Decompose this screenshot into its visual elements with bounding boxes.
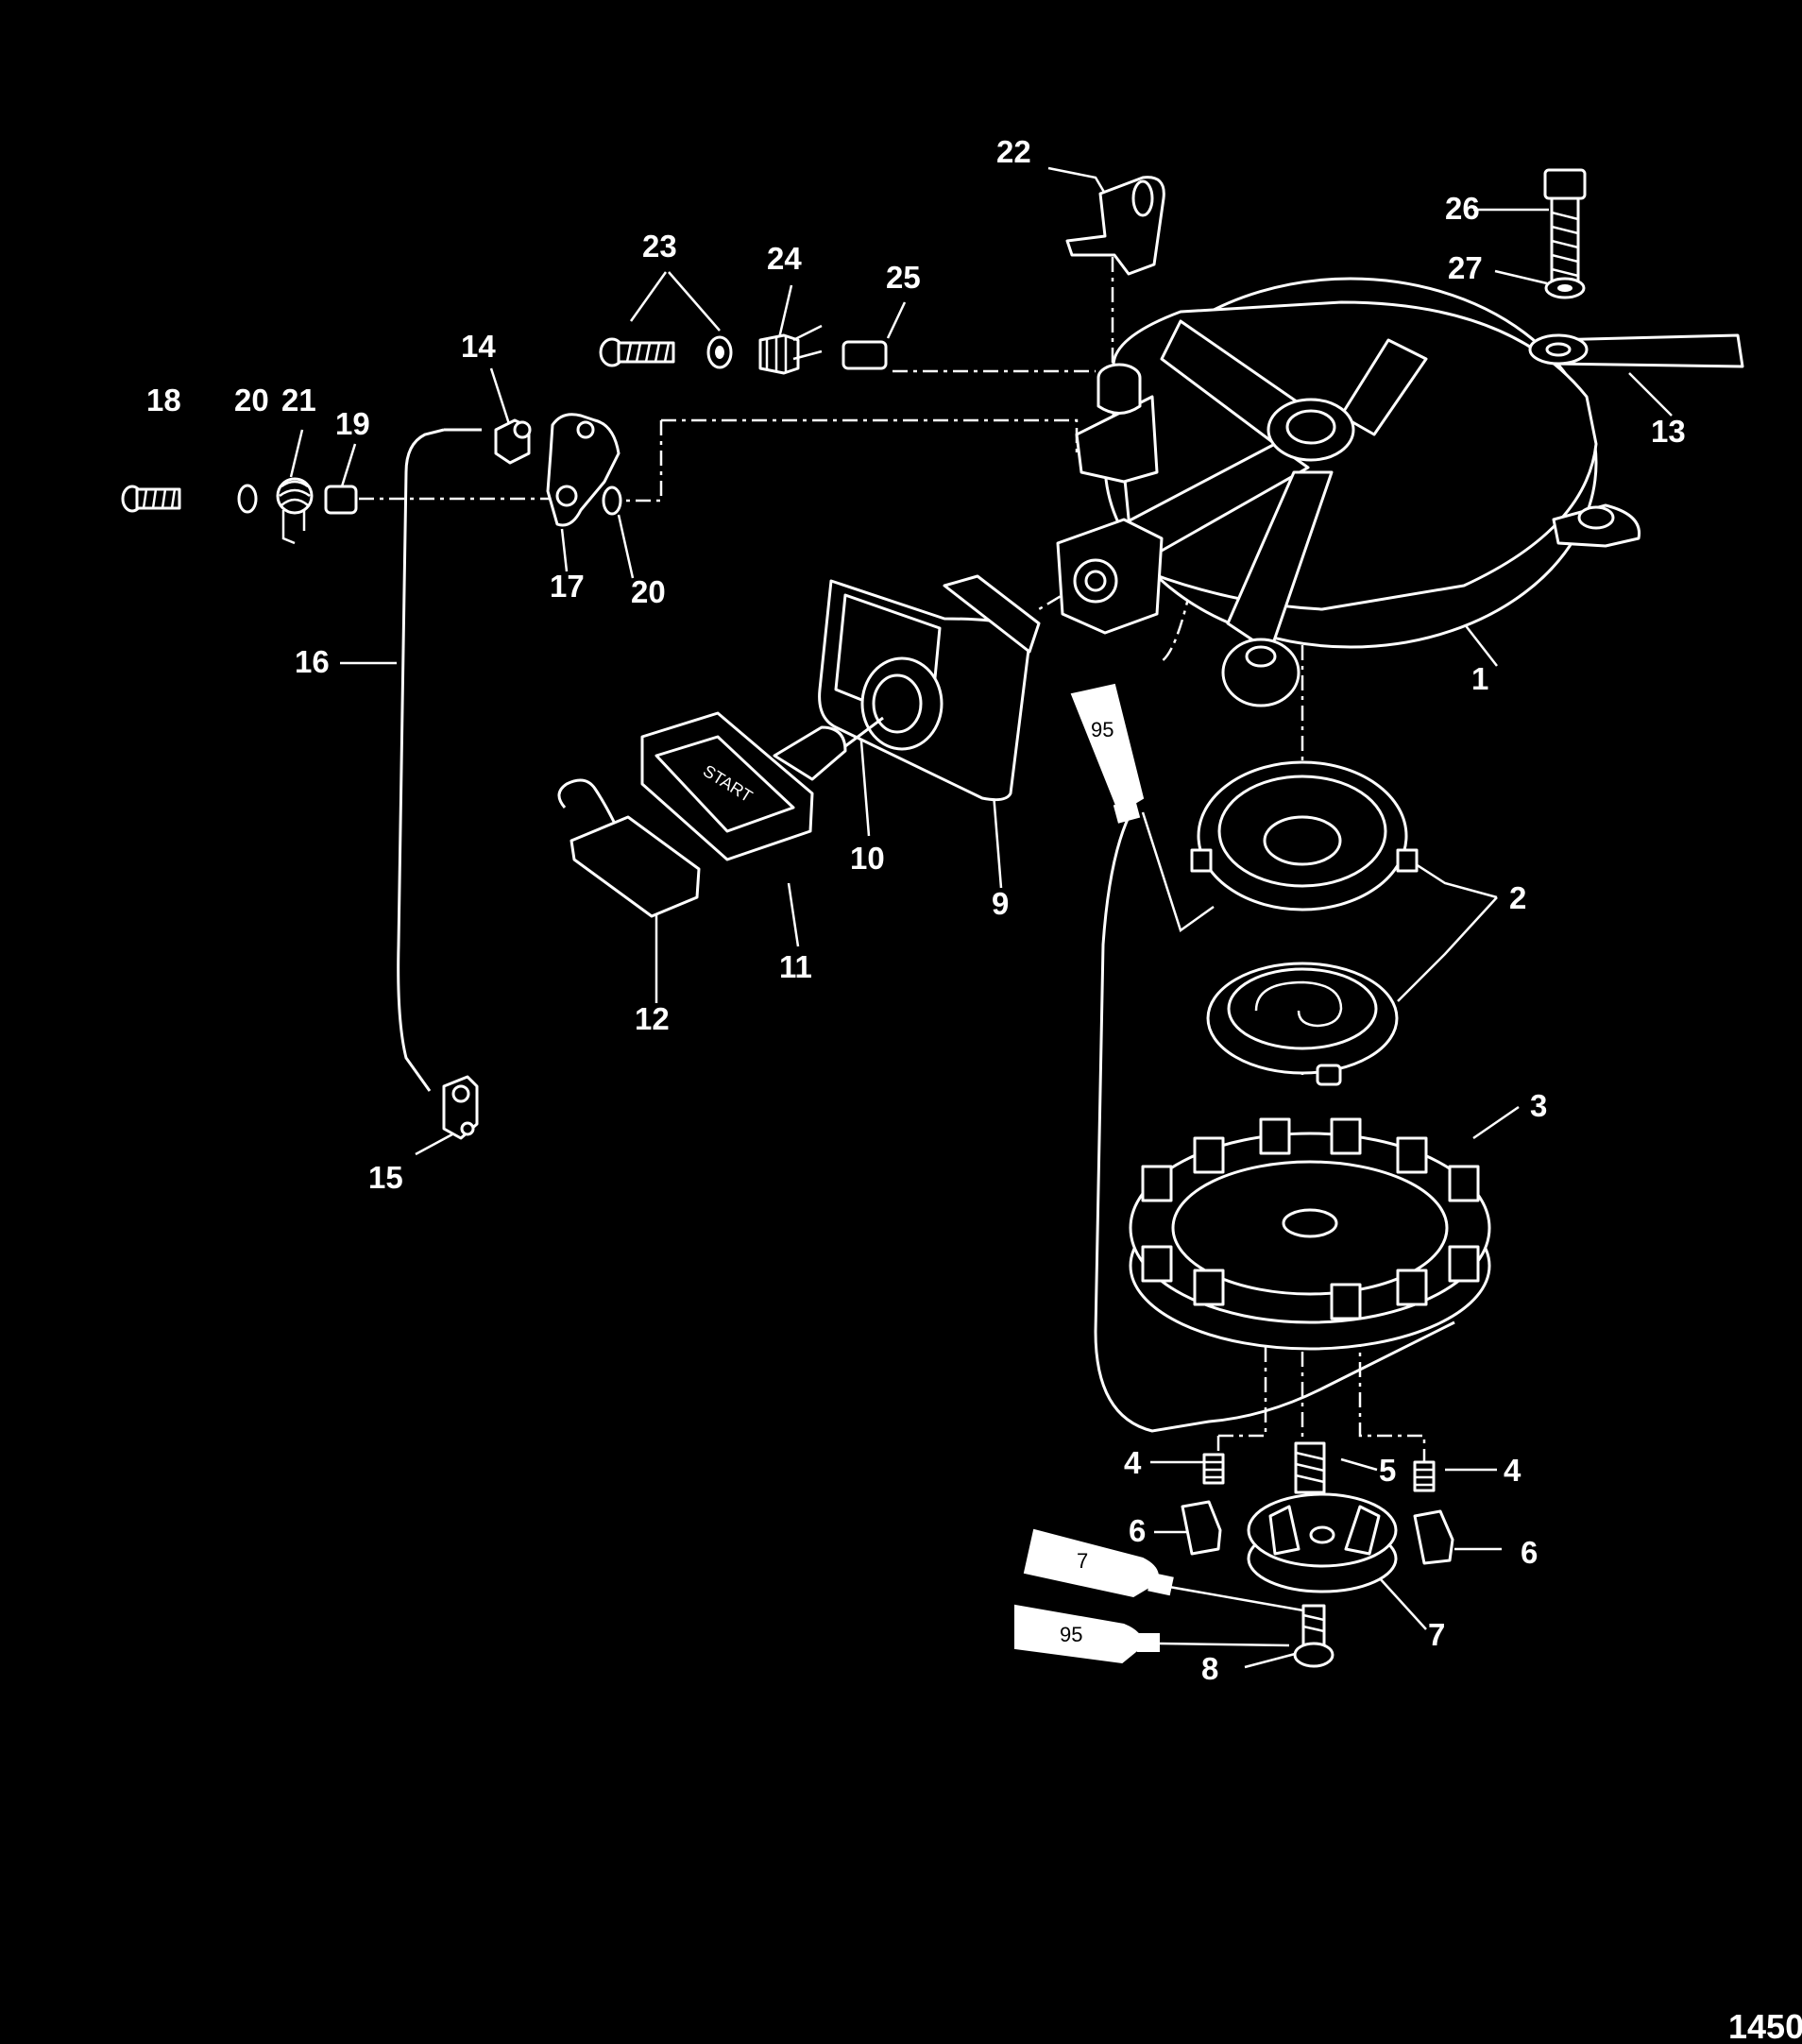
callout-17: 17 (550, 569, 585, 604)
part-lockout-lever (1065, 176, 1165, 276)
callout-16: 16 (295, 644, 330, 679)
starter-cord (1094, 807, 1455, 1433)
callout-24: 24 (767, 241, 802, 276)
part-link-rod-16 (397, 428, 482, 1092)
part-clip-15 (442, 1075, 479, 1140)
tube-7: 7 (1023, 1528, 1174, 1598)
callout-5: 5 (1379, 1453, 1396, 1488)
part-lever-17 (546, 413, 620, 527)
callout-6-left: 6 (1129, 1513, 1146, 1548)
callout-4-right: 4 (1504, 1453, 1522, 1488)
part-spring-4a (1202, 1453, 1225, 1485)
part-washer-20b (602, 485, 622, 516)
callout-27: 27 (1448, 250, 1483, 285)
callout-9: 9 (992, 886, 1009, 921)
callout-7: 7 (1428, 1617, 1445, 1652)
callout-10: 10 (850, 841, 885, 876)
part-starter-housing (1056, 277, 1641, 707)
callout-12: 12 (635, 1001, 670, 1036)
tube-95-bottom-label: 95 (1060, 1623, 1082, 1646)
callout-20-bottom: 20 (631, 574, 666, 609)
part-handle-11: START (640, 711, 884, 861)
callout-19: 19 (335, 406, 370, 441)
callout-6-right: 6 (1521, 1535, 1538, 1570)
callout-21: 21 (281, 383, 316, 417)
part-ground-lead (1528, 333, 1744, 368)
part-rewind-spring-2 (1190, 760, 1419, 1086)
callout-4-left: 4 (1124, 1445, 1142, 1480)
callout-26: 26 (1445, 191, 1480, 226)
part-bushing-19 (324, 485, 358, 515)
part-screw-8 (1293, 1604, 1334, 1668)
callout-14: 14 (461, 329, 496, 364)
callout-3: 3 (1530, 1088, 1547, 1123)
callout-25: 25 (886, 260, 921, 295)
part-pawl-6a (1181, 1500, 1222, 1556)
callout-15: 15 (368, 1160, 403, 1195)
part-bushing-25 (842, 340, 888, 370)
part-pawl-6b (1413, 1509, 1454, 1565)
tube-95-bottom: 95 (1014, 1604, 1160, 1664)
callout-8: 8 (1201, 1651, 1218, 1686)
pulley-pawl-slots (1141, 1117, 1480, 1320)
part-anchor-12 (557, 778, 701, 918)
callout-23: 23 (642, 229, 677, 264)
part-spring-21 (276, 477, 314, 545)
part-washer-23 (706, 335, 733, 369)
tube-95-top: 95 (1070, 683, 1145, 824)
callout-22: 22 (996, 134, 1031, 169)
callout-18: 18 (146, 383, 181, 417)
callout-2: 2 (1509, 880, 1526, 915)
part-washer-20a (237, 484, 258, 514)
callout-13: 13 (1651, 414, 1686, 449)
part-spring-5 (1294, 1441, 1326, 1494)
part-clip-14 (494, 418, 532, 465)
part-spring-24 (758, 324, 823, 375)
callout-20-top: 20 (234, 383, 269, 417)
part-handle-insert-10 (860, 656, 944, 751)
leader-lines (289, 166, 1673, 1669)
part-screw-18 (121, 485, 181, 513)
part-pulley-3 (1129, 1117, 1491, 1351)
tube-7-label: 7 (1077, 1549, 1088, 1573)
callout-labels: 1 2 3 4 4 5 6 6 7 8 9 10 11 12 13 14 15 … (146, 134, 1686, 1686)
part-bolt-26 (1543, 168, 1587, 295)
part-washer-27 (1544, 277, 1586, 299)
callout-1: 1 (1471, 661, 1488, 696)
part-retainer-7 (1247, 1492, 1398, 1593)
tube-95-top-label: 95 (1091, 718, 1114, 741)
figure-number: 14507 (1728, 2007, 1802, 2044)
part-screw-23 (599, 337, 675, 367)
callout-11: 11 (779, 949, 812, 984)
part-spring-4b (1413, 1460, 1436, 1492)
